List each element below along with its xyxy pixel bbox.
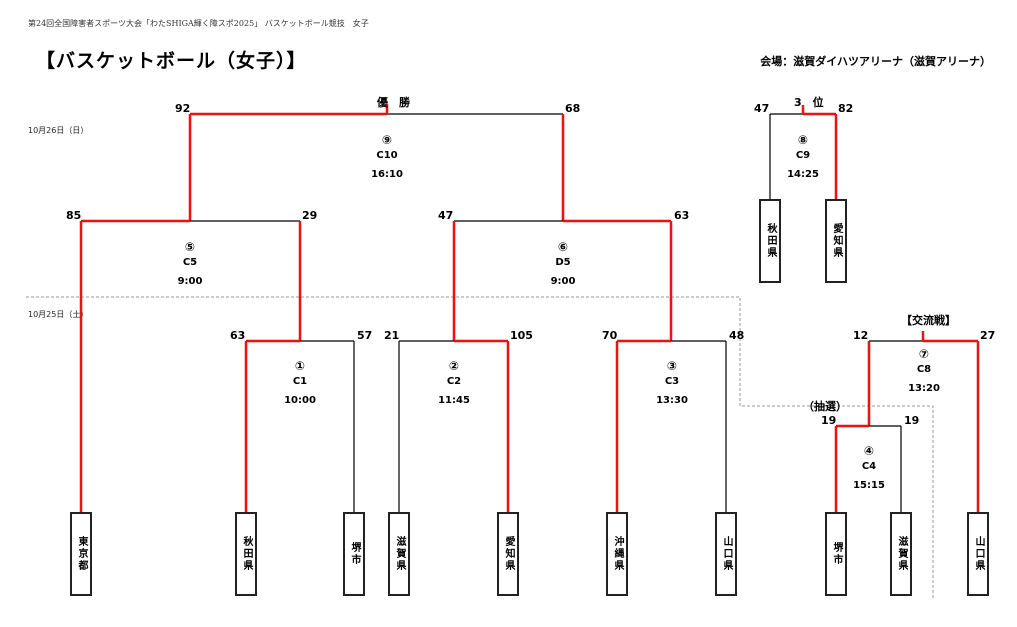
team-name: 愛知県: [503, 536, 514, 572]
day-divider: [26, 296, 934, 600]
m3-right-score: 48: [729, 329, 745, 342]
team-name: 山口県: [973, 536, 984, 572]
team-box: 愛知県: [497, 512, 519, 596]
start-time: 13:30: [656, 395, 688, 406]
start-time: 13:20: [908, 383, 940, 394]
start-time: 15:15: [853, 480, 885, 491]
court: D5: [555, 257, 571, 268]
team-box: 堺市: [825, 512, 847, 596]
start-time: 11:45: [438, 395, 470, 406]
start-time: 9:00: [550, 276, 576, 287]
header-note: 第24回全国障害者スポーツ大会「わたSHIGA輝く障スポ2025」 バスケットボ…: [28, 19, 369, 28]
team-box: 愛知県: [825, 199, 847, 283]
team-name: 沖縄県: [612, 536, 623, 572]
m3-left-score: 70: [602, 329, 618, 342]
m8-right-score: 82: [838, 102, 854, 115]
team-box: 東京都: [70, 512, 92, 596]
match-4-info: ④ C4 15:15: [839, 444, 899, 493]
m9-right-score: 68: [565, 102, 581, 115]
team-name: 東京都: [76, 536, 87, 572]
team-box: 秋田県: [759, 199, 781, 283]
court: C10: [376, 150, 398, 161]
team-name: 愛知県: [831, 223, 842, 259]
team-box: 山口県: [715, 512, 737, 596]
team-box: 山口県: [967, 512, 989, 596]
court: C4: [861, 461, 877, 472]
court: C3: [664, 376, 680, 387]
final-label: 優 勝: [377, 96, 410, 109]
match-number: ⑥: [557, 240, 569, 254]
match-2-info: ② C2 11:45: [424, 359, 484, 408]
date-day2: 10月26日（日）: [28, 126, 89, 135]
m4-left-score: 19: [821, 414, 837, 427]
m2-right-score: 105: [510, 329, 533, 342]
match-number: ⑦: [918, 347, 930, 361]
m6-right-score: 63: [674, 209, 690, 222]
team-name: 堺市: [831, 542, 842, 566]
start-time: 14:25: [787, 169, 819, 180]
match-number: ④: [863, 444, 875, 458]
m7-left-score: 12: [853, 329, 869, 342]
team-box: 堺市: [343, 512, 365, 596]
match-8-info: ⑧ C9 14:25: [773, 133, 833, 182]
court: C1: [292, 376, 308, 387]
m1-left-score: 63: [230, 329, 246, 342]
start-time: 10:00: [284, 395, 316, 406]
team-name: 滋賀県: [394, 536, 405, 572]
m2-left-score: 21: [384, 329, 400, 342]
match-number: ⑧: [797, 133, 809, 147]
match-number: ⑨: [381, 133, 393, 147]
team-name: 滋賀県: [896, 536, 907, 572]
match-number: ③: [666, 359, 678, 373]
team-name: 秋田県: [241, 536, 252, 572]
match-3-info: ③ C3 13:30: [642, 359, 702, 408]
m4-right-score: 19: [904, 414, 920, 427]
lottery-label: （抽選）: [803, 400, 847, 413]
m7-right-score: 27: [980, 329, 996, 342]
m6-left-score: 47: [438, 209, 454, 222]
match-7-info: ⑦ C8 13:20: [894, 347, 954, 396]
match-number: ①: [294, 359, 306, 373]
venue-label: 会場：滋賀ダイハツアリーナ（滋賀アリーナ）: [760, 55, 991, 68]
court: C5: [182, 257, 198, 268]
team-name: 山口県: [721, 536, 732, 572]
court: C8: [916, 364, 932, 375]
third-place-label: 3 位: [794, 96, 824, 109]
team-box: 滋賀県: [388, 512, 410, 596]
team-box: 滋賀県: [890, 512, 912, 596]
team-box: 秋田県: [235, 512, 257, 596]
m1-right-score: 57: [357, 329, 373, 342]
team-name: 堺市: [349, 542, 360, 566]
match-6-info: ⑥ D5 9:00: [533, 240, 593, 289]
m5-left-score: 85: [66, 209, 82, 222]
team-name: 秋田県: [765, 223, 776, 259]
match-number: ⑤: [184, 240, 196, 254]
court: C2: [446, 376, 462, 387]
m8-left-score: 47: [754, 102, 770, 115]
team-box: 沖縄県: [606, 512, 628, 596]
date-day1: 10月25日（土）: [28, 310, 89, 319]
exchange-label: 【交流戦】: [901, 314, 956, 327]
court: C9: [795, 150, 811, 161]
m5-right-score: 29: [302, 209, 318, 222]
match-5-info: ⑤ C5 9:00: [160, 240, 220, 289]
start-time: 16:10: [371, 169, 403, 180]
match-9-info: ⑨ C10 16:10: [357, 133, 417, 182]
match-number: ②: [448, 359, 460, 373]
match-1-info: ① C1 10:00: [270, 359, 330, 408]
page-title: 【バスケットボール（女子）】: [36, 50, 307, 72]
m9-left-score: 92: [175, 102, 191, 115]
start-time: 9:00: [177, 276, 203, 287]
